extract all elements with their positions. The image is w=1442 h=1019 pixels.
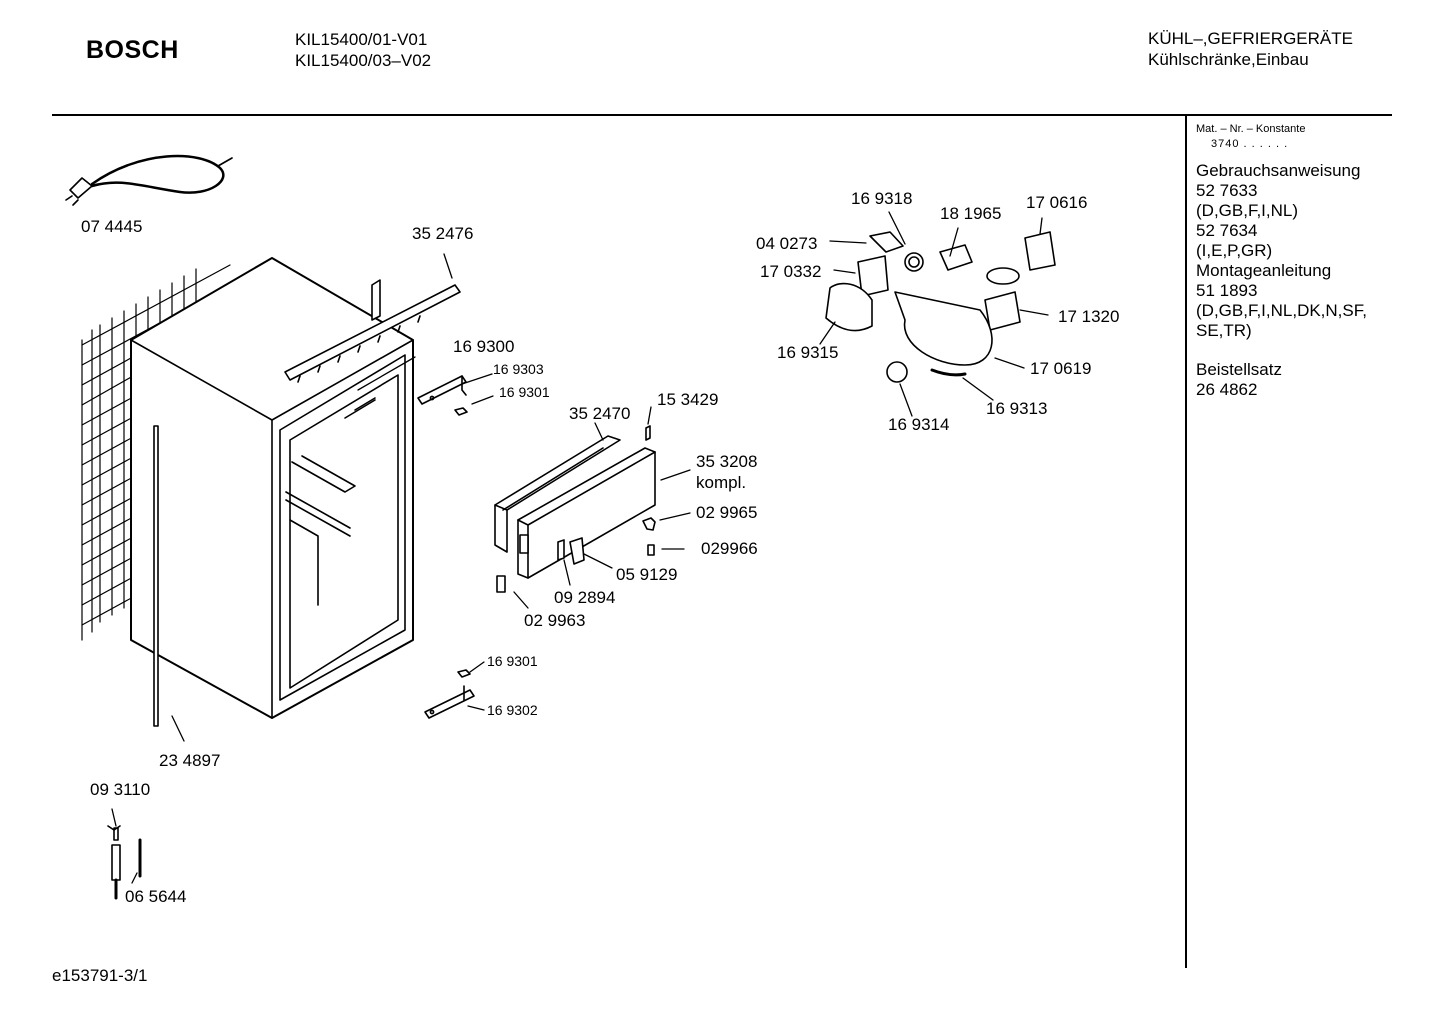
part-label: 16 9318	[851, 189, 913, 208]
door-seal-strip[interactable]	[153, 425, 159, 727]
condenser-coil	[81, 264, 231, 641]
category-subtitle: Kühlschränke,Einbau	[1148, 50, 1309, 69]
sidebar-line: SE,TR)	[1196, 321, 1252, 340]
part-label: 04 0273	[756, 234, 818, 253]
part-label: 16 9303	[493, 361, 544, 377]
mat-value: 3740 . . . . . .	[1211, 138, 1289, 150]
sidebar-line: (D,GB,F,I,NL,DK,N,SF,	[1196, 301, 1367, 320]
sidebar-line: Beistellsatz	[1196, 360, 1282, 379]
refrigerator-cabinet	[130, 257, 414, 719]
part-label: 16 9301	[499, 384, 550, 400]
small-hardware-parts[interactable]	[496, 425, 656, 593]
part-label: 07 4445	[81, 217, 143, 236]
sidebar-line: 52 7634	[1196, 221, 1258, 240]
part-label: 15 3429	[657, 390, 719, 409]
sidebar-line: (I,E,P,GR)	[1196, 241, 1273, 260]
drawing-code: e153791-3/1	[52, 966, 148, 985]
part-label: 05 9129	[616, 565, 678, 584]
sidebar-line: Gebrauchsanweisung	[1196, 161, 1361, 180]
category-title: KÜHL–,GEFRIERGERÄTE	[1148, 29, 1353, 48]
part-label: 02 9965	[696, 503, 758, 522]
part-label: 029966	[701, 539, 758, 558]
upper-hinge-bracket[interactable]	[417, 375, 468, 416]
sidebar-line: 52 7633	[1196, 181, 1258, 200]
part-label: 18 1965	[940, 204, 1002, 223]
part-label: 16 9300	[453, 337, 515, 356]
sidebar-line: 51 1893	[1196, 281, 1258, 300]
sidebar-divider	[1185, 116, 1187, 968]
lower-hinge-bracket[interactable]	[424, 669, 475, 719]
model-number-2: KIL15400/03–V02	[295, 51, 432, 70]
leader-lines	[111, 211, 1049, 884]
part-label: 16 9302	[487, 702, 538, 718]
top-mounting-strip[interactable]	[284, 279, 461, 383]
part-label: 16 9313	[986, 399, 1048, 418]
part-label: 02 9963	[524, 611, 586, 630]
header-divider	[52, 114, 1392, 116]
temperature-sensor[interactable]	[107, 825, 142, 900]
part-label: 16 9301	[487, 653, 538, 669]
part-label: 23 4897	[159, 751, 221, 770]
power-cord-part[interactable]	[65, 154, 233, 206]
part-label: 16 9315	[777, 343, 839, 362]
door-frame[interactable]	[494, 435, 621, 553]
lamp-housing-assembly[interactable]	[825, 231, 1056, 383]
sidebar-line: Montageanleitung	[1196, 261, 1332, 280]
mat-label: Mat. – Nr. – Konstante	[1196, 123, 1306, 135]
part-label: 17 0619	[1030, 359, 1092, 378]
sidebar-line: 26 4862	[1196, 380, 1258, 399]
part-label: 17 0616	[1026, 193, 1088, 212]
brand-logo: BOSCH	[86, 36, 179, 64]
part-label: 09 3110	[90, 780, 151, 799]
part-label: kompl.	[696, 473, 747, 492]
part-label: 06 5644	[125, 887, 187, 906]
sidebar-line: (D,GB,F,I,NL)	[1196, 201, 1299, 220]
part-label: 17 0332	[760, 262, 822, 281]
part-label: 35 2476	[412, 224, 474, 243]
part-label: 35 2470	[569, 404, 631, 423]
door-panel[interactable]	[517, 447, 656, 579]
part-label: 16 9314	[888, 415, 950, 434]
part-label: 09 2894	[554, 588, 616, 607]
part-label: 35 3208	[696, 452, 758, 471]
model-number-1: KIL15400/01-V01	[295, 30, 428, 49]
part-label: 17 1320	[1058, 307, 1120, 326]
